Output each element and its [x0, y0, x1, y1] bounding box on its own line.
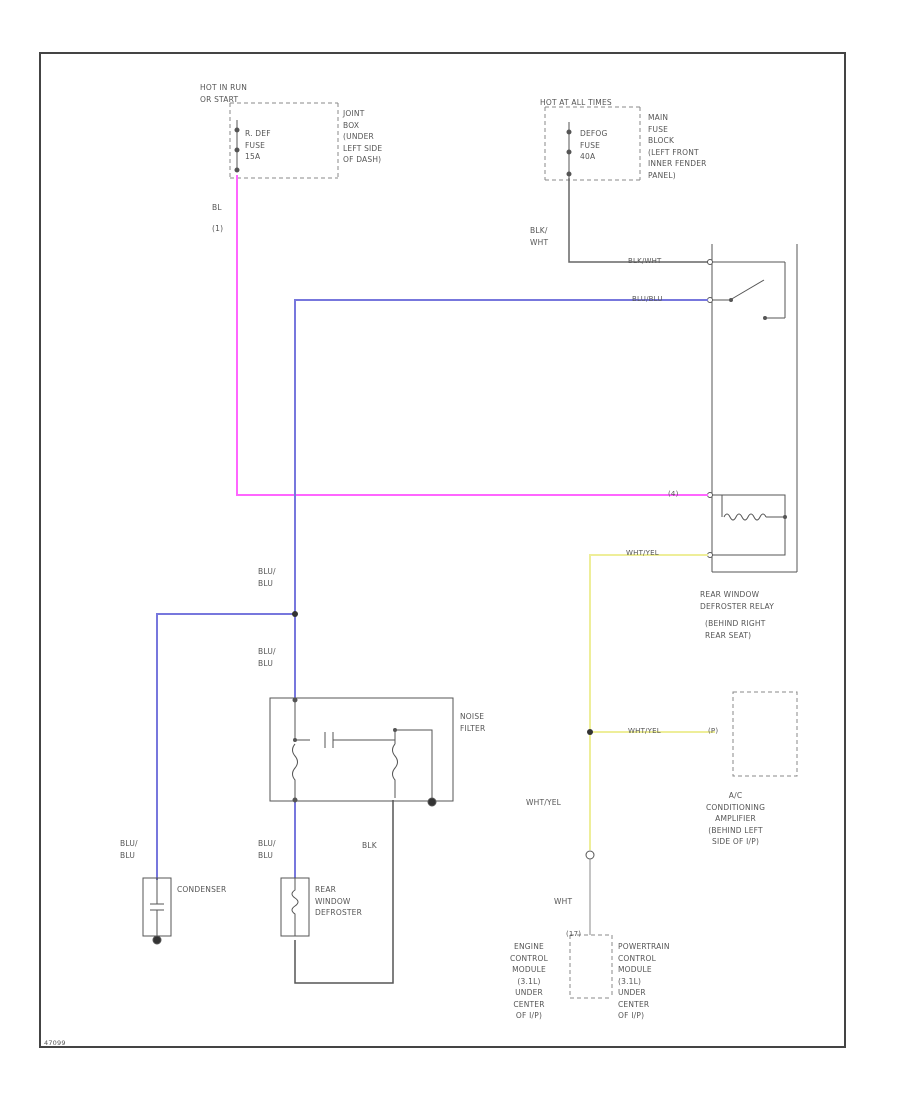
- joint-box-label: JOINT BOX (UNDER LEFT SIDE OF DASH): [343, 109, 383, 164]
- relay-location-label: (BEHIND RIGHT REAR SEAT): [705, 619, 766, 640]
- noise-filter-label: NOISE FILTER: [460, 712, 486, 733]
- wire-pink: [236, 175, 708, 496]
- diagram-frame: [39, 52, 846, 1048]
- noise-filter-box: [269, 697, 454, 807]
- ac-amplifier-outline: [732, 691, 798, 777]
- ecm-pin-label: (17): [566, 930, 582, 938]
- splice-blue: [292, 611, 298, 617]
- main-fuse-block-outline: [544, 106, 641, 181]
- connector-c1: [585, 850, 595, 860]
- relay-wht-yel-label: WHT/YEL: [626, 549, 659, 557]
- figure-id: 47099: [44, 1039, 66, 1047]
- wire-blk-wht: [568, 178, 708, 263]
- joint-box-outline: [229, 102, 339, 179]
- defog-fuse-label: DEFOG FUSE 40A: [580, 129, 608, 161]
- condenser-component: [142, 877, 172, 945]
- wire-blu-condenser-label: BLU/ BLU: [120, 839, 138, 860]
- hot-all-times-label: HOT AT ALL TIMES: [540, 98, 612, 107]
- rear-defroster-component: [280, 877, 310, 937]
- defog-fuse-symbol: [566, 122, 572, 178]
- wire-blue-main: [294, 299, 708, 700]
- ecm-label: ENGINE CONTROL MODULE (3.1L) UNDER CENTE…: [510, 942, 549, 1020]
- defroster-relay-outline: [711, 244, 798, 573]
- ac-amplifier-label: A/C CONDITIONING AMPLIFIER (BEHIND LEFT …: [706, 791, 766, 846]
- ac-pin-label: (P): [708, 727, 719, 735]
- ac-wht-yel-label: WHT/YEL: [628, 727, 661, 735]
- wire-blu-2-label: BLU/ BLU: [258, 647, 276, 668]
- wire-bl-label: BL (1): [212, 203, 224, 233]
- wire-blk-wht-label: BLK/ WHT: [530, 226, 549, 247]
- rdef-fuse-label: R. DEF FUSE 15A: [245, 129, 271, 161]
- rdef-fuse-symbol: [234, 120, 240, 173]
- wire-wht-label: WHT: [554, 897, 573, 906]
- wire-blk-label: BLK: [362, 841, 377, 850]
- relay-name-label: REAR WINDOW DEFROSTER RELAY: [700, 590, 775, 611]
- relay-switch: [707, 259, 786, 320]
- pcm-label: POWERTRAIN CONTROL MODULE (3.1L) UNDER C…: [618, 942, 670, 1020]
- wire-yellow: [589, 554, 708, 850]
- wire-wht-yel-down-label: WHT/YEL: [526, 798, 562, 807]
- ecm-pcm-outline: [569, 934, 613, 999]
- wire-blu-defroster-label: BLU/ BLU: [258, 839, 276, 860]
- main-fuse-block-label: MAIN FUSE BLOCK (LEFT FRONT INNER FENDER…: [648, 113, 707, 180]
- relay-blu-blu-label: BLU/BLU: [632, 295, 663, 303]
- relay-coil: [707, 492, 787, 558]
- splice-yellow: [587, 729, 593, 735]
- wire-blue-condenser: [156, 613, 295, 880]
- relay-blk-wht-label: BLK/WHT: [628, 257, 662, 265]
- hot-run-label: HOT IN RUN OR START: [200, 83, 248, 104]
- rear-defroster-label: REAR WINDOW DEFROSTER: [315, 885, 363, 917]
- relay-bl-label: (4): [668, 490, 679, 498]
- wire-blu-1-label: BLU/ BLU: [258, 567, 276, 588]
- condenser-label: CONDENSER: [177, 885, 227, 894]
- wire-blk-ground: [294, 800, 394, 984]
